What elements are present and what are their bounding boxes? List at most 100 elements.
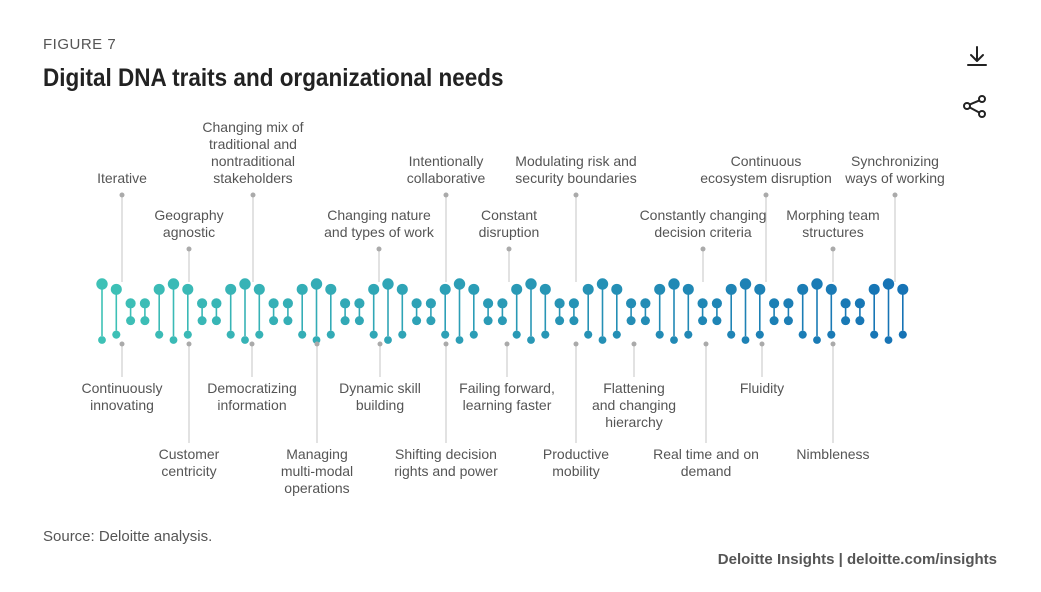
- figure-title: Digital DNA traits and organizational ne…: [43, 64, 504, 92]
- trait-label-line: Iterative: [97, 170, 147, 186]
- share-icon[interactable]: [962, 94, 988, 120]
- trait-label-line: Constantly changing: [640, 207, 767, 223]
- helix-bead: [497, 316, 507, 326]
- helix-bead: [153, 283, 165, 295]
- connector-dot: [119, 192, 125, 198]
- helix-bead: [769, 316, 779, 326]
- helix-bead: [525, 278, 537, 290]
- connector-dot: [830, 246, 836, 252]
- helix-bead: [811, 278, 823, 290]
- helix-bead: [870, 330, 879, 339]
- helix-bead: [197, 298, 208, 309]
- helix-bead: [340, 298, 351, 309]
- helix-bead: [255, 330, 264, 339]
- trait-label-line: Fluidity: [740, 380, 784, 396]
- trait-label-line: ecosystem disruption: [700, 170, 832, 186]
- helix-bead: [698, 316, 708, 326]
- helix-bead: [783, 298, 794, 309]
- helix-bead: [296, 283, 308, 295]
- trait-label-line: Synchronizing: [851, 153, 939, 169]
- trait-label-line: disruption: [479, 224, 540, 240]
- trait-label-line: agnostic: [163, 224, 215, 240]
- trait-label-line: Flattening: [603, 380, 664, 396]
- helix-bead: [396, 283, 408, 295]
- connector-dot: [377, 341, 383, 347]
- bottom-trait-label: Failing forward,learning faster: [459, 380, 555, 413]
- trait-label-line: nontraditional: [211, 153, 295, 169]
- trait-label-line: mobility: [552, 463, 599, 479]
- helix-bead: [125, 298, 136, 309]
- helix-bead: [554, 298, 565, 309]
- helix-bead: [755, 330, 764, 339]
- helix-bead: [283, 316, 293, 326]
- download-icon[interactable]: [964, 44, 990, 70]
- helix-bead: [827, 330, 836, 339]
- trait-label-line: Shifting decision: [395, 446, 497, 462]
- helix-bead: [197, 316, 207, 326]
- helix-bead: [282, 298, 293, 309]
- connector-dot: [250, 192, 256, 198]
- helix-bead: [412, 316, 422, 326]
- connector-dot: [631, 341, 637, 347]
- helix-bead: [468, 283, 480, 295]
- helix-bead: [211, 298, 222, 309]
- helix-bead: [555, 316, 565, 326]
- helix-bead: [511, 283, 523, 295]
- helix-bead: [783, 316, 793, 326]
- helix-bead: [682, 283, 694, 295]
- trait-label-line: and changing: [592, 397, 676, 413]
- trait-label-line: collaborative: [407, 170, 486, 186]
- helix-bead: [884, 336, 893, 344]
- connector-dot: [703, 341, 709, 347]
- bottom-trait-label: Nimbleness: [796, 446, 869, 462]
- trait-label-line: ways of working: [844, 170, 945, 186]
- helix-bead: [655, 330, 664, 339]
- helix-bead: [425, 298, 436, 309]
- trait-label-line: structures: [802, 224, 863, 240]
- connector-dot: [376, 246, 382, 252]
- helix-bead: [769, 298, 780, 309]
- trait-label-line: decision criteria: [654, 224, 751, 240]
- trait-label-line: Managing: [286, 446, 348, 462]
- connector-dot: [759, 341, 765, 347]
- connector-dot: [186, 246, 192, 252]
- trait-label-line: Real time and on: [653, 446, 759, 462]
- helix-bead: [211, 316, 221, 326]
- helix-bead: [497, 298, 508, 309]
- helix-bead: [426, 316, 436, 326]
- helix-bead: [469, 330, 478, 339]
- helix-bead: [183, 330, 192, 339]
- helix-bead: [110, 283, 122, 295]
- helix-bead: [126, 316, 136, 326]
- helix-bead: [725, 283, 737, 295]
- trait-label-line: Continuously: [82, 380, 163, 396]
- trait-label-line: Morphing team: [786, 207, 879, 223]
- helix-bead: [598, 336, 607, 344]
- helix-bead: [612, 330, 621, 339]
- helix-bead: [855, 316, 865, 326]
- connector-dot: [700, 246, 706, 252]
- helix-bead: [512, 330, 521, 339]
- connector-dot: [249, 341, 255, 347]
- helix-bead: [268, 298, 279, 309]
- footer-credit: Deloitte Insights | deloitte.com/insight…: [717, 551, 997, 568]
- helix-bead: [626, 298, 637, 309]
- connector-dot: [443, 341, 449, 347]
- trait-label-line: Intentionally: [409, 153, 484, 169]
- trait-label-line: demand: [681, 463, 732, 479]
- helix-bead: [727, 330, 736, 339]
- helix-bead: [382, 278, 394, 290]
- helix-bead: [368, 283, 380, 295]
- trait-label-line: Geography: [154, 207, 223, 223]
- connector-dot: [573, 192, 579, 198]
- trait-label-line: operations: [284, 480, 349, 496]
- helix-bead: [640, 298, 651, 309]
- helix-bead: [582, 283, 594, 295]
